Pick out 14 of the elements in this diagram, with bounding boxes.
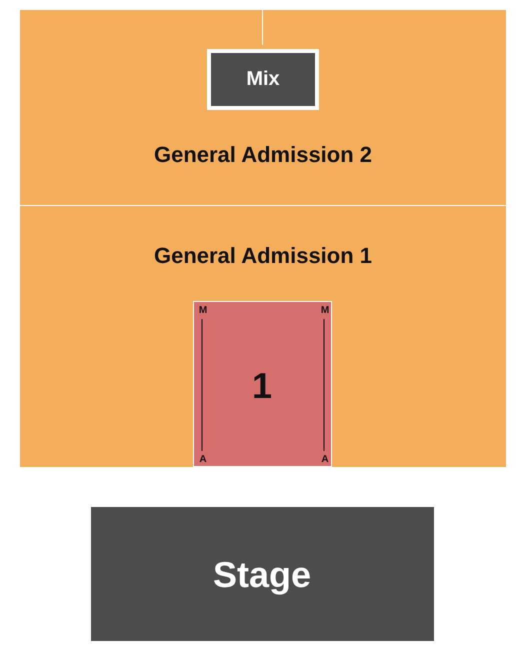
stage xyxy=(91,507,434,641)
booth-label: Mix xyxy=(246,69,280,89)
stage-label: Stage xyxy=(212,557,312,593)
section-label: General Admission 1 xyxy=(154,245,372,267)
row-label: A xyxy=(199,455,207,465)
row-label: M xyxy=(198,306,208,316)
section-number: 1 xyxy=(252,368,272,404)
seating-section xyxy=(20,206,506,467)
seating-section xyxy=(193,301,332,467)
row-label: A xyxy=(321,455,329,465)
row-label: M xyxy=(320,306,330,316)
mix-booth xyxy=(207,49,319,110)
seating-section xyxy=(20,10,506,205)
section-label: General Admission 2 xyxy=(154,144,372,166)
